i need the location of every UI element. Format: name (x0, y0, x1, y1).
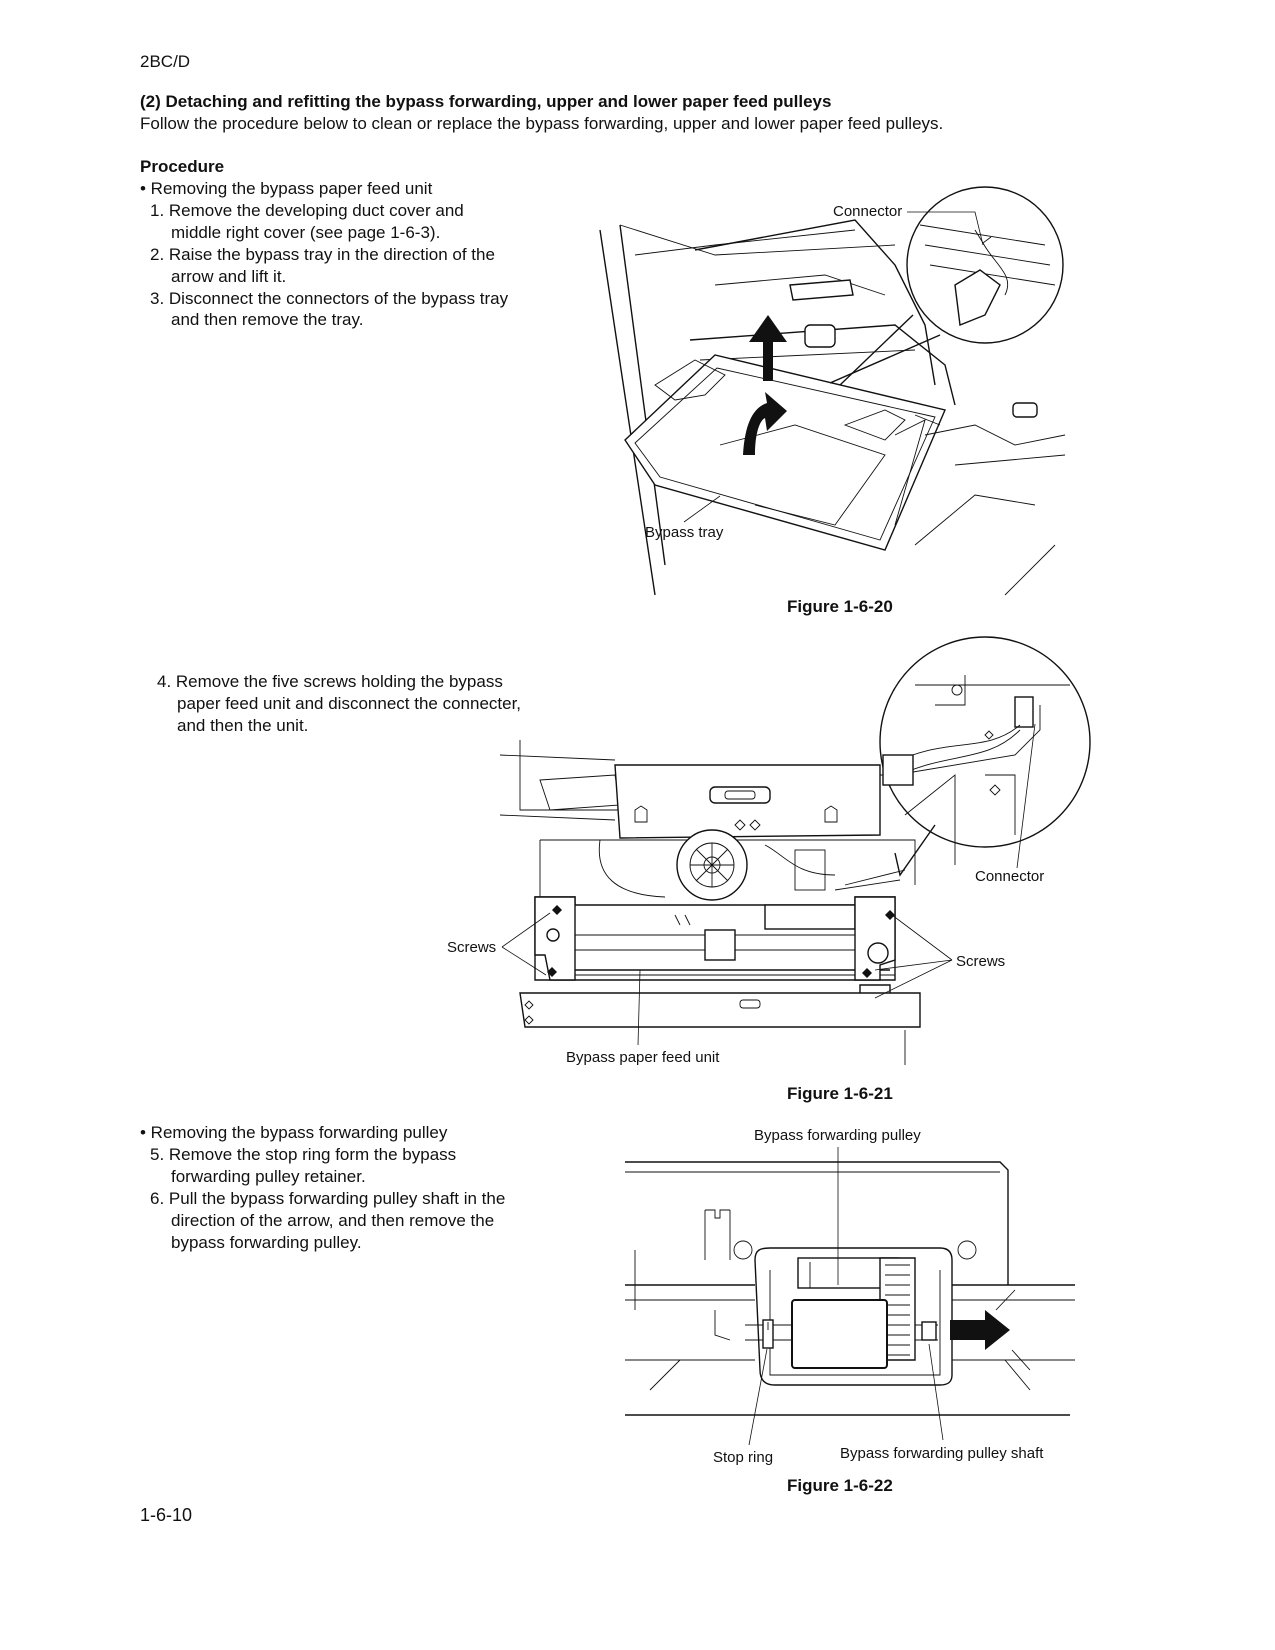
bullet-remove-forwarding-pulley: • Removing the bypass forwarding pulley (140, 1123, 448, 1142)
fig20-connector-leader (907, 211, 984, 246)
step-4-line2: paper feed unit and disconnect the conne… (177, 694, 522, 713)
bullet-remove-feed-unit: • Removing the bypass paper feed unit (140, 179, 433, 198)
figure-1-6-20-drawing (599, 186, 1066, 596)
fig20-label-bypass-tray: Bypass tray (645, 524, 724, 541)
fig21-screws-right-leader (874, 914, 953, 999)
figure-1-6-20-caption: Figure 1-6-20 (787, 597, 893, 616)
fig21-label-screws-left: Screws (447, 939, 497, 956)
fig22-label-shaft: Bypass forwarding pulley shaft (840, 1445, 1044, 1462)
step-6-line1: 6. Pull the bypass forwarding pulley sha… (150, 1189, 506, 1208)
fig22-shaft-leader (928, 1343, 944, 1441)
figure-1-6-22-caption: Figure 1-6-22 (787, 1476, 893, 1495)
fig21-screws-left-leader (501, 912, 551, 976)
page-number: 1-6-10 (140, 1505, 193, 1525)
step-3-line2: and then remove the tray. (171, 310, 364, 329)
step-1-line1: 1. Remove the developing duct cover and (150, 201, 464, 220)
figure-1-6-22-drawing (625, 1161, 1075, 1416)
fig21-unit-leader (637, 969, 641, 1046)
fig21-label-screws-right: Screws (956, 953, 1006, 970)
fig22-stop-ring-leader (748, 1348, 768, 1446)
fig22-label-pulley: Bypass forwarding pulley (754, 1127, 921, 1144)
step-5-line1: 5. Remove the stop ring form the bypass (150, 1145, 457, 1164)
fig20-tray-leader (683, 495, 721, 523)
step-2-line2: arrow and lift it. (171, 267, 287, 286)
section-intro: Follow the procedure below to clean or r… (140, 114, 944, 133)
fig22-pulley-leader (837, 1147, 839, 1285)
step-4-line3: and then the unit. (177, 716, 309, 735)
step-1-line2: middle right cover (see page 1-6-3). (171, 223, 441, 242)
step-3-line1: 3. Disconnect the connectors of the bypa… (150, 289, 509, 308)
fig21-label-connector: Connector (975, 868, 1045, 885)
step-5-line2: forwarding pulley retainer. (171, 1167, 366, 1186)
step-4-line1: 4. Remove the five screws holding the by… (157, 672, 503, 691)
figure-1-6-21-caption: Figure 1-6-21 (787, 1084, 893, 1103)
doc-code: 2BC/D (140, 52, 191, 71)
figure-1-6-21-drawing (499, 636, 1091, 1065)
fig21-label-unit: Bypass paper feed unit (566, 1049, 720, 1066)
fig22-label-stop-ring: Stop ring (713, 1449, 774, 1466)
step-2-line1: 2. Raise the bypass tray in the directio… (150, 245, 495, 264)
procedure-heading: Procedure (140, 157, 225, 176)
step-6-line3: bypass forwarding pulley. (171, 1233, 362, 1252)
section-title: (2) Detaching and refitting the bypass f… (140, 92, 832, 111)
fig21-connector-leader (1016, 723, 1036, 869)
step-6-line2: direction of the arrow, and then remove … (171, 1211, 495, 1230)
fig20-label-connector: Connector (833, 203, 903, 220)
